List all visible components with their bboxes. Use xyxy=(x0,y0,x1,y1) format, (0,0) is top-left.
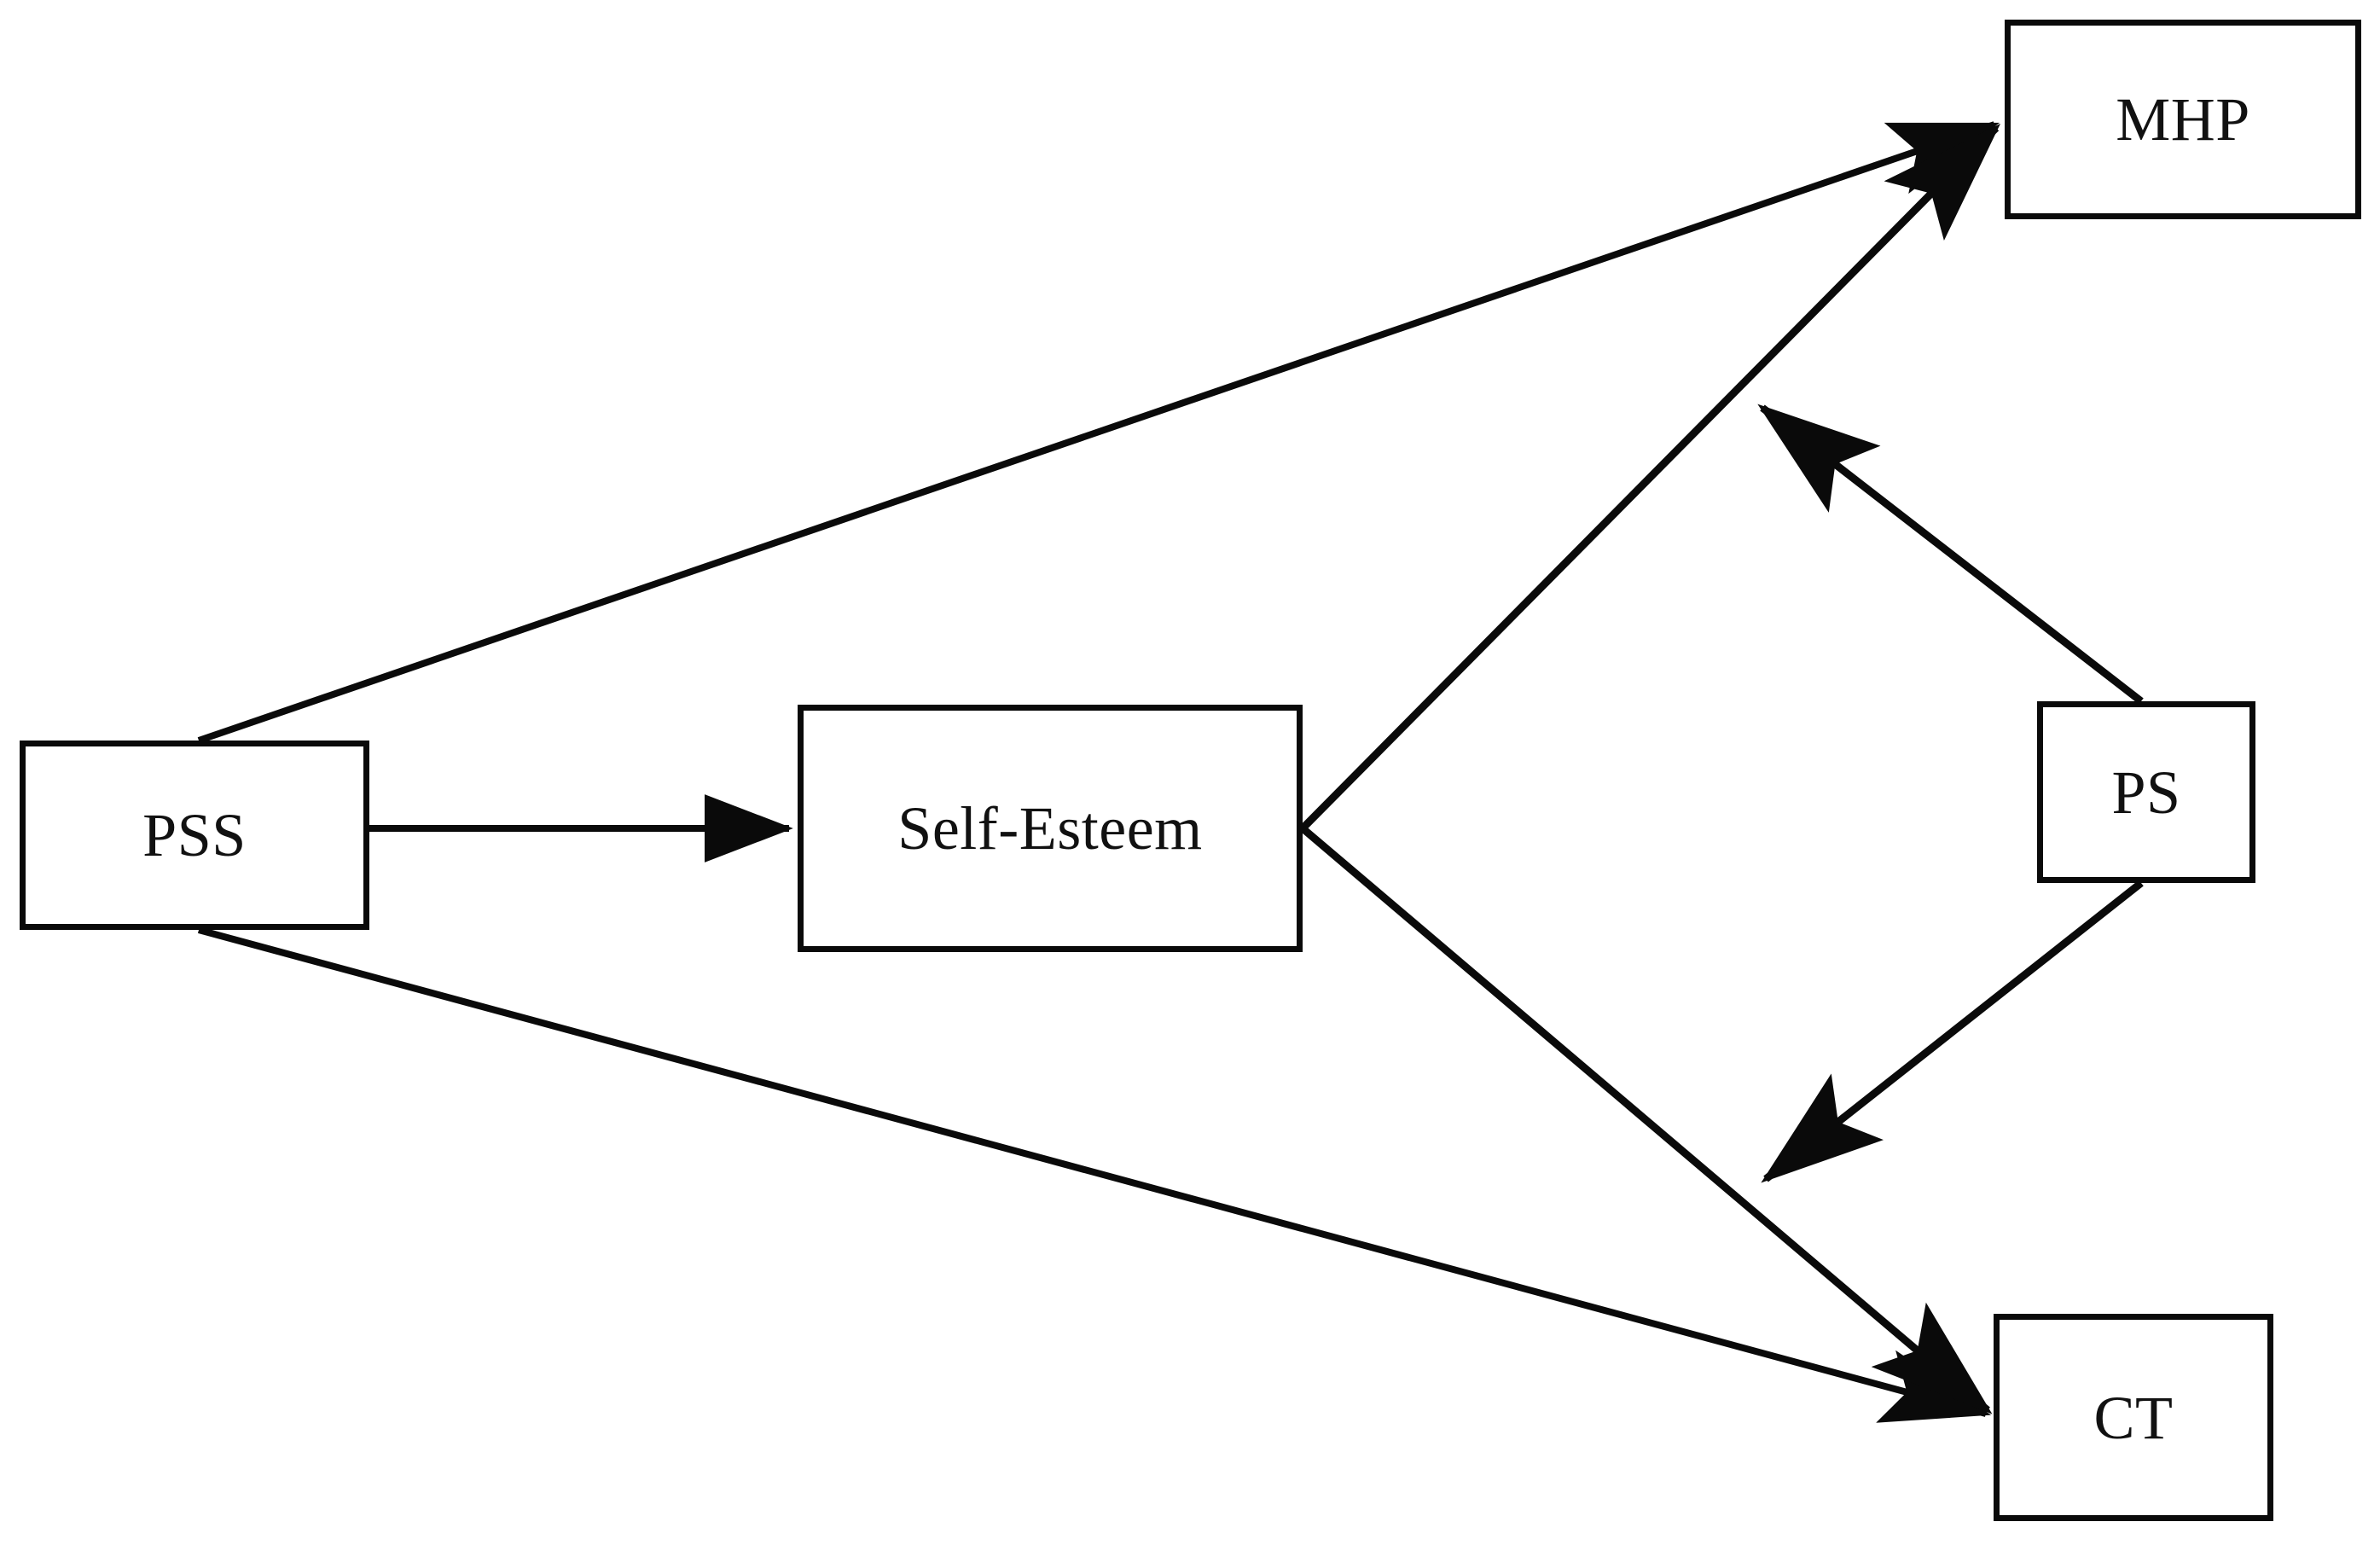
node-self-esteem-label: Self-Esteem xyxy=(897,794,1203,863)
edge-self-esteem-to-mhp xyxy=(1299,123,2001,832)
node-self-esteem[interactable]: Self-Esteem xyxy=(798,705,1303,952)
node-pss[interactable]: PSS xyxy=(20,741,369,930)
edge-self-esteem-to-ct xyxy=(1300,825,1993,1414)
node-mhp[interactable]: MHP xyxy=(2005,20,2361,219)
node-ps-label: PS xyxy=(2111,758,2181,827)
node-ct-label: CT xyxy=(2093,1383,2174,1452)
edge-ps-to-ct-path xyxy=(1761,880,2144,1183)
edge-pss-to-ct xyxy=(197,926,1992,1423)
node-ct[interactable]: CT xyxy=(1994,1314,2273,1521)
edge-ps-to-mhp-path xyxy=(1757,404,2144,705)
edge-pss-to-mhp xyxy=(197,121,2000,744)
node-ps[interactable]: PS xyxy=(2037,701,2255,883)
node-mhp-label: MHP xyxy=(2116,85,2250,154)
node-pss-label: PSS xyxy=(142,801,247,869)
